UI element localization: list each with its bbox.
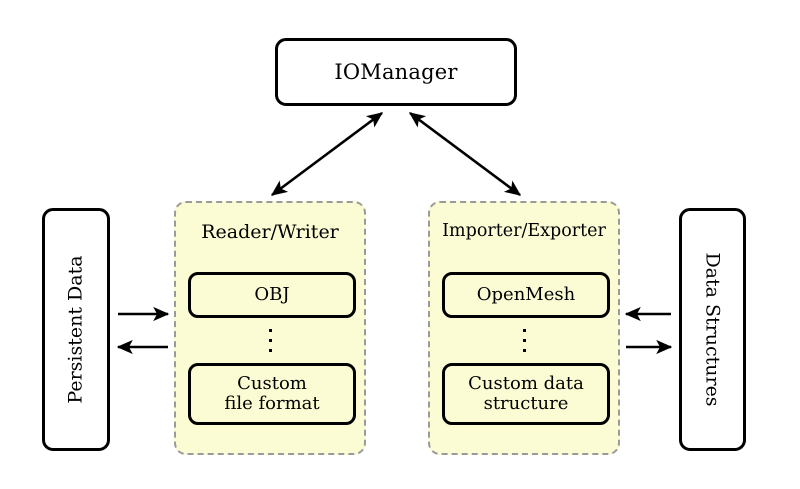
data-structures-label: Data Structures (702, 252, 724, 407)
importer-exporter-panel[interactable]: Importer/Exporter OpenMesh Custom data s… (428, 201, 620, 455)
arrow-manager-importer-exporter (408, 111, 522, 197)
reader-writer-panel[interactable]: Reader/Writer OBJ Custom file format (174, 201, 366, 455)
importer-exporter-item-custom-data-structure-label: Custom data structure (468, 372, 584, 414)
importer-exporter-ellipsis-icon (430, 329, 618, 352)
custom-data-structure-line1: Custom data (468, 372, 584, 394)
iomanager-label: IOManager (334, 60, 458, 84)
reader-writer-item-custom-file-format[interactable]: Custom file format (188, 363, 356, 425)
importer-exporter-item-openmesh[interactable]: OpenMesh (442, 272, 610, 318)
arrow-manager-reader-writer (270, 111, 384, 197)
reader-writer-item-obj[interactable]: OBJ (188, 272, 356, 318)
reader-writer-panel-title: Reader/Writer (201, 221, 339, 243)
custom-file-format-line2: file format (224, 393, 320, 414)
custom-file-format-line1: Custom (237, 372, 307, 394)
persistent-data-label: Persistent Data (64, 255, 87, 404)
reader-writer-ellipsis-icon (176, 329, 364, 352)
reader-writer-item-obj-label: OBJ (254, 283, 290, 305)
importer-exporter-item-custom-data-structure[interactable]: Custom data structure (442, 363, 610, 425)
data-structures-node[interactable]: Data Structures (679, 208, 746, 451)
custom-data-structure-line2: structure (483, 393, 569, 414)
iomanager-node[interactable]: IOManager (275, 38, 517, 106)
importer-exporter-panel-title: Importer/Exporter (442, 221, 606, 241)
persistent-data-node[interactable]: Persistent Data (42, 208, 110, 451)
reader-writer-item-custom-file-format-label: Custom file format (224, 372, 320, 414)
importer-exporter-item-openmesh-label: OpenMesh (476, 283, 576, 305)
